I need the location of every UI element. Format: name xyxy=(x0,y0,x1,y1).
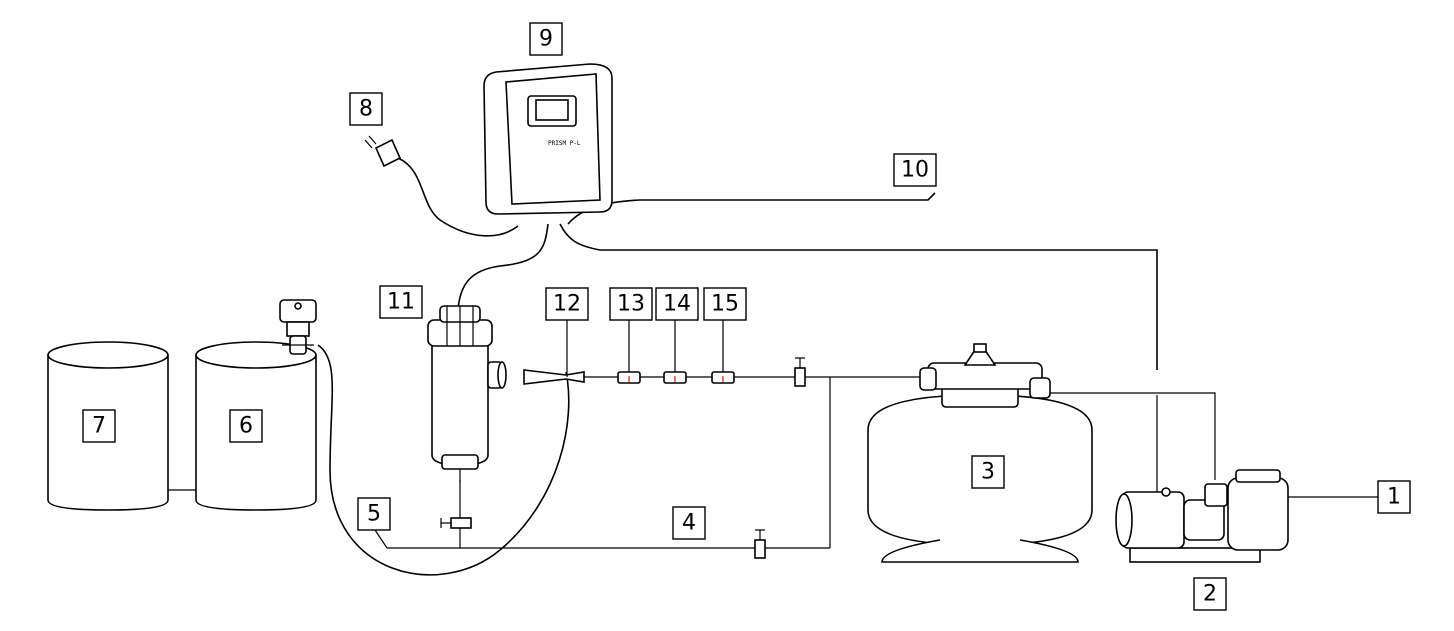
controller-screen-text: PRISM P-L xyxy=(548,140,581,147)
label-5: 5 xyxy=(357,497,391,531)
controller-9: PRISM P-L xyxy=(483,63,613,215)
valve-main xyxy=(794,357,806,387)
leader-5 xyxy=(374,529,388,549)
dosing-pump xyxy=(279,299,317,355)
power-cable xyxy=(397,157,519,237)
pipe-filter-pump xyxy=(1045,392,1216,480)
label-9: 9 xyxy=(529,22,563,56)
svg-text:2: 2 xyxy=(1203,582,1217,607)
label-8: 8 xyxy=(349,92,383,126)
svg-text:4: 4 xyxy=(682,511,696,536)
label-6: 6 xyxy=(229,409,263,443)
svg-text:1: 1 xyxy=(1387,485,1401,510)
svg-text:6: 6 xyxy=(239,414,253,439)
label-14: 14 xyxy=(655,287,699,321)
plug-8 xyxy=(364,135,402,168)
svg-text:11: 11 xyxy=(387,290,415,315)
label-10: 10 xyxy=(893,153,937,187)
valve-11 xyxy=(440,517,472,529)
injector-12 xyxy=(523,369,585,385)
probe-cable xyxy=(317,344,570,576)
label-11: 11 xyxy=(379,285,423,319)
label-3: 3 xyxy=(971,455,1005,489)
sensor-tee-15 xyxy=(711,362,735,384)
label-7: 7 xyxy=(82,409,116,443)
svg-text:10: 10 xyxy=(901,158,929,183)
svg-text:13: 13 xyxy=(617,292,645,317)
svg-text:14: 14 xyxy=(663,292,691,317)
svg-text:3: 3 xyxy=(981,460,995,485)
cable-to-pump xyxy=(559,223,1158,370)
label-15: 15 xyxy=(703,287,747,321)
label-4: 4 xyxy=(672,506,706,540)
cable-to-10 xyxy=(567,192,936,225)
cell-11 xyxy=(427,305,507,482)
sensor-tee-13 xyxy=(617,362,641,384)
sensor-tee-14 xyxy=(663,362,687,384)
label-13: 13 xyxy=(609,287,653,321)
svg-text:8: 8 xyxy=(359,97,373,122)
label-12: 12 xyxy=(545,287,589,321)
pump-2 xyxy=(1115,469,1289,563)
svg-text:9: 9 xyxy=(539,27,553,52)
svg-text:15: 15 xyxy=(711,292,739,317)
svg-text:12: 12 xyxy=(553,292,581,317)
svg-text:5: 5 xyxy=(367,502,381,527)
valve-return xyxy=(754,529,766,559)
svg-text:7: 7 xyxy=(92,414,106,439)
label-2: 2 xyxy=(1193,577,1227,611)
label-1: 1 xyxy=(1377,480,1411,514)
cable-to-11 xyxy=(457,223,549,311)
